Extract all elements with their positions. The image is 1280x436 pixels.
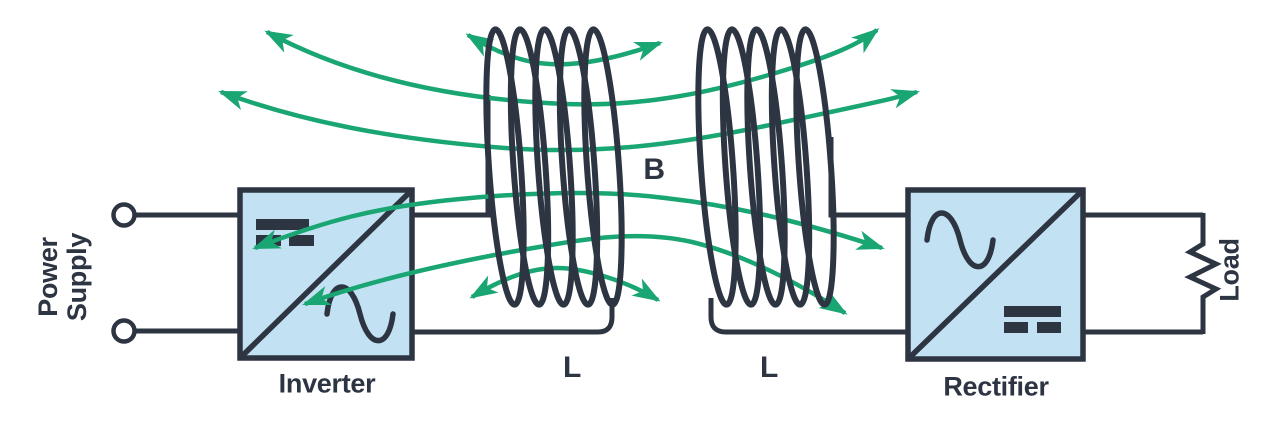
inverter-diagonal bbox=[238, 188, 414, 360]
field-arc-coil-top bbox=[465, 33, 663, 67]
rx-coil-bottom-wire bbox=[708, 298, 908, 335]
tx-coil-bottom-wire bbox=[412, 298, 615, 335]
field-line-outer-bottom bbox=[302, 233, 848, 315]
load-label: Load bbox=[1214, 238, 1245, 302]
resistor-zigzag-icon bbox=[1184, 213, 1222, 334]
rx-coil-label: L bbox=[759, 350, 779, 384]
tx-coil-label: L bbox=[562, 350, 582, 384]
rectifier-diagonal bbox=[906, 188, 1085, 361]
power-supply-terminals bbox=[111, 202, 240, 344]
receiver-coil bbox=[695, 26, 837, 308]
power-supply-line1: Power bbox=[32, 237, 63, 317]
inverter-box bbox=[237, 187, 415, 361]
field-b-label: B bbox=[643, 152, 665, 186]
load-circuit bbox=[1083, 212, 1222, 335]
ac-sine-icon bbox=[924, 210, 996, 270]
transmitter-coil bbox=[483, 26, 625, 308]
rx-coil-top-wire bbox=[828, 137, 908, 218]
dc-symbol bbox=[1004, 306, 1061, 333]
inverter-label: Inverter bbox=[278, 368, 376, 399]
power-supply-line2: Supply bbox=[62, 232, 92, 322]
terminal-top-icon bbox=[111, 202, 137, 228]
rectifier-label: Rectifier bbox=[943, 371, 1049, 402]
rectifier-box bbox=[905, 187, 1086, 362]
terminal-bottom-icon bbox=[111, 318, 137, 344]
